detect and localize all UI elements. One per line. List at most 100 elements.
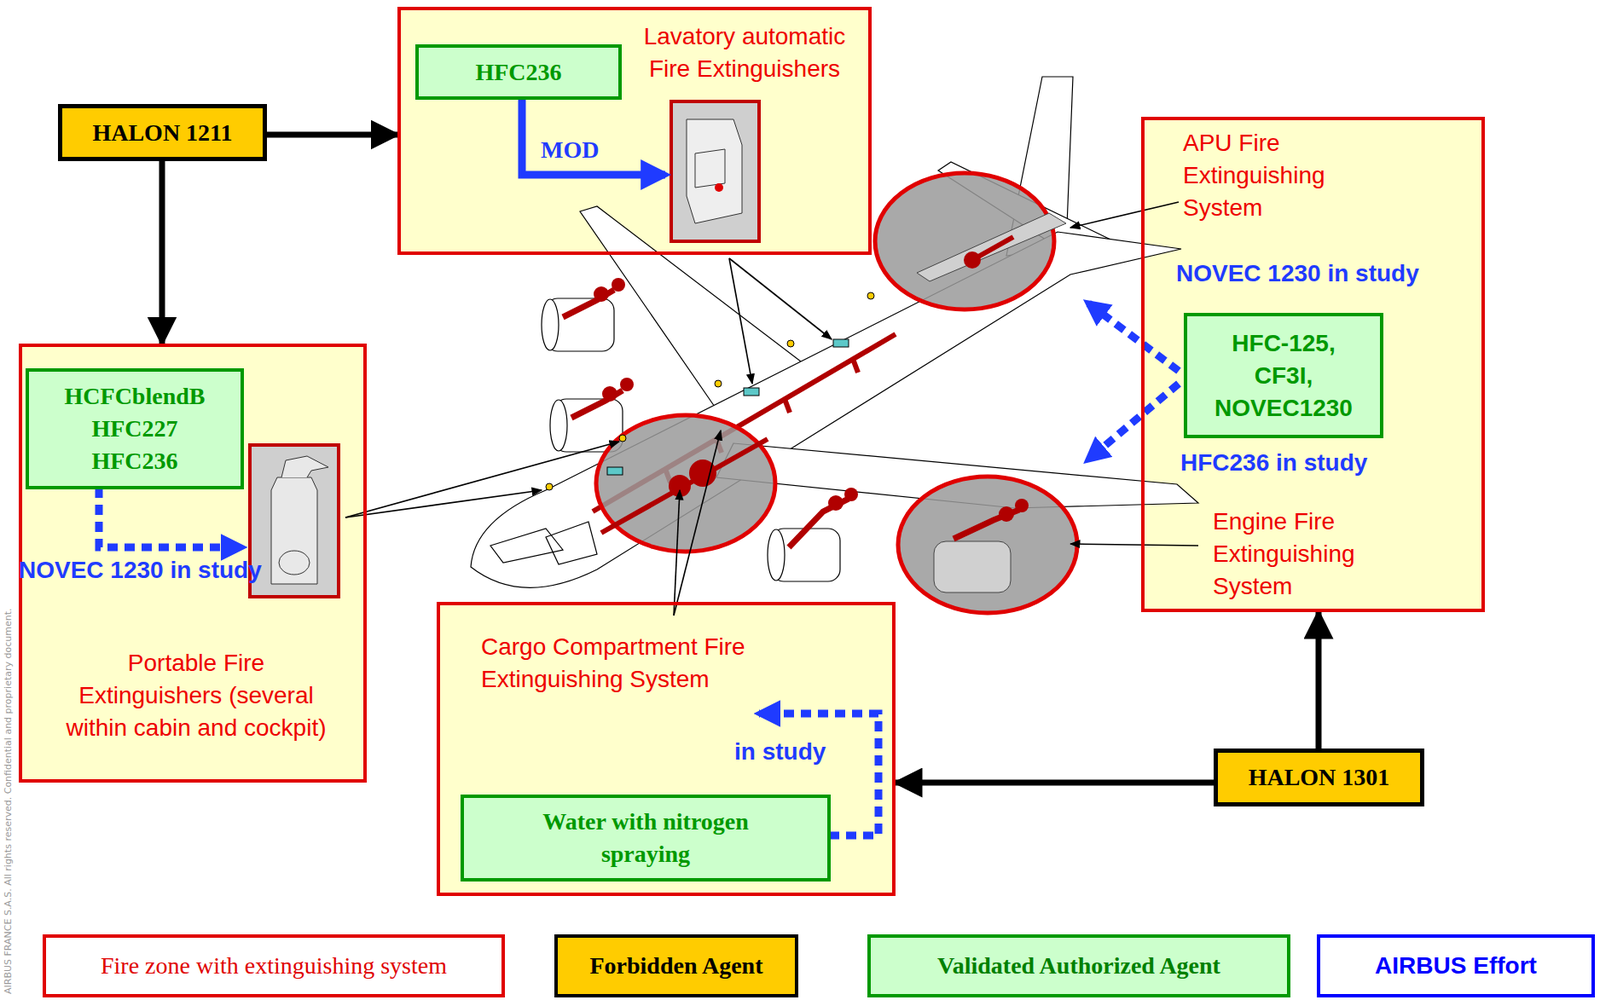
fire-zone-box: Lavatory automatic Fire ExtinguishersHFC… <box>397 6 872 256</box>
leader-line <box>729 258 832 340</box>
portable-marker <box>714 380 722 388</box>
engine-inlet <box>541 299 559 351</box>
zone-content <box>601 213 1067 593</box>
agent-box: HFC-125, CF3I, NOVEC1230 <box>1183 313 1384 439</box>
apu-zone <box>875 173 1055 310</box>
engine-bottle <box>1014 498 1029 513</box>
engine-zone <box>898 476 1078 614</box>
agent-name: Water with nitrogen spraying <box>509 805 783 871</box>
lavatory-sketch <box>686 119 743 224</box>
replacement-arrow <box>159 161 166 344</box>
leader-line <box>345 441 620 518</box>
leader-line <box>673 430 721 616</box>
zone-title: Lavatory automatic Fire Extinguishers <box>624 20 865 86</box>
study-label: HFC236 in study <box>1180 449 1368 477</box>
replacement-arrow <box>266 132 398 139</box>
agent-box: HFC236 <box>415 44 622 100</box>
legend-text: AIRBUS Effort <box>1364 952 1548 980</box>
agent-name: HALON 1211 <box>92 119 232 147</box>
lavatory-marker <box>607 467 623 476</box>
zone-title: Engine Fire Extinguishing System <box>1212 505 1401 603</box>
agent-name: HFC236 <box>475 56 562 89</box>
legend-swatch: Forbidden Agent <box>554 934 799 998</box>
lavatory-marker <box>743 388 760 396</box>
extinguisher-head <box>281 456 329 478</box>
extinguisher-bottle <box>611 278 626 292</box>
extinguisher-bottle <box>602 386 618 402</box>
aircraft <box>470 76 1199 588</box>
zone-fill <box>436 602 896 897</box>
legend-text: Validated Authorized Agent <box>927 952 1231 980</box>
study-arrow <box>98 487 243 548</box>
zone-fill <box>397 6 872 256</box>
zone-title: APU Fire Extinguishing System <box>1182 127 1371 225</box>
cargo-zone <box>596 415 776 552</box>
engine-body <box>933 541 1011 593</box>
zone-title: Portable Fire Extinguishers (several wit… <box>59 647 333 745</box>
engine <box>767 487 858 582</box>
zone-fills <box>18 6 1485 897</box>
portable-marker <box>545 483 553 491</box>
lavatory-markers <box>607 339 849 476</box>
extinguisher-bottle <box>844 487 858 502</box>
door-outline <box>545 521 598 565</box>
zone-fill <box>1141 116 1485 613</box>
zone-fill <box>18 343 367 783</box>
extinguisher-sketch <box>271 477 318 585</box>
fire-zone-box: Cargo Compartment Fire Extinguishing Sys… <box>436 602 896 897</box>
portable-picture <box>249 445 339 598</box>
engine <box>550 377 634 453</box>
lavatory-marker <box>833 339 849 348</box>
leader-line <box>1070 202 1179 228</box>
apu-bottle <box>963 251 981 269</box>
extinguisher-dot <box>714 183 724 192</box>
portable-marker <box>787 340 795 348</box>
forbidden-agent-box: HALON 1301 <box>1213 748 1425 807</box>
agent-box: Water with nitrogen spraying <box>460 794 831 882</box>
extinguisher-bottle <box>620 377 634 392</box>
engine-bottle <box>998 506 1015 522</box>
study-label: NOVEC 1230 in study <box>1176 260 1420 288</box>
replacement-arrow <box>895 780 1214 787</box>
fire-zone-box: APU Fire Extinguishing SystemEngine Fire… <box>1141 116 1485 613</box>
lavatory-picture <box>671 101 760 242</box>
picture-frame <box>671 101 760 242</box>
study-arrow <box>1087 383 1179 461</box>
zone-title: Cargo Compartment Fire Extinguishing Sys… <box>481 631 746 696</box>
watermark: AIRBUS FRANCE S.A.S. All rights reserved… <box>2 608 14 996</box>
agent-name: HCFCblendB HFC227 HFC236 <box>57 380 212 478</box>
agent-name: HALON 1301 <box>1248 764 1391 792</box>
portable-marker <box>867 292 875 300</box>
engine-inlet <box>767 529 785 581</box>
mod-label: MOD <box>540 136 599 164</box>
agent-box: HCFCblendB HFC227 HFC236 <box>25 368 244 490</box>
legend-text: Forbidden Agent <box>579 952 773 980</box>
cockpit-window <box>490 528 563 563</box>
legend-swatch: AIRBUS Effort <box>1316 934 1595 998</box>
engine-inlet <box>550 400 568 452</box>
legend-swatch: Fire zone with extinguishing system <box>42 934 505 998</box>
extinguisher-bottle <box>828 495 844 511</box>
mod-arrow <box>521 92 666 175</box>
engine <box>541 278 626 352</box>
apu-tailcone <box>916 213 1067 282</box>
fire-zones <box>596 173 1078 614</box>
study-arrow <box>1087 302 1179 372</box>
extinguisher-bottle <box>593 286 609 302</box>
study-label: NOVEC 1230 in study <box>18 556 262 585</box>
forbidden-agent-box: HALON 1211 <box>57 104 267 162</box>
legend-swatch: Validated Authorized Agent <box>867 934 1291 998</box>
picture-frame <box>249 445 339 598</box>
study-label: in study <box>734 738 826 766</box>
cargo-pipe <box>601 439 768 534</box>
replacement-arrow <box>1315 612 1322 749</box>
portable-marker <box>619 434 627 442</box>
leader-line <box>1070 544 1199 546</box>
legend-text: Fire zone with extinguishing system <box>90 952 458 980</box>
leader-line <box>729 258 753 384</box>
extinguisher-inner <box>278 550 310 575</box>
agent-name: HFC-125, CF3I, NOVEC1230 <box>1206 327 1361 425</box>
leader-line <box>345 490 542 518</box>
leader-lines <box>345 202 1199 616</box>
portable-markers <box>545 292 875 491</box>
